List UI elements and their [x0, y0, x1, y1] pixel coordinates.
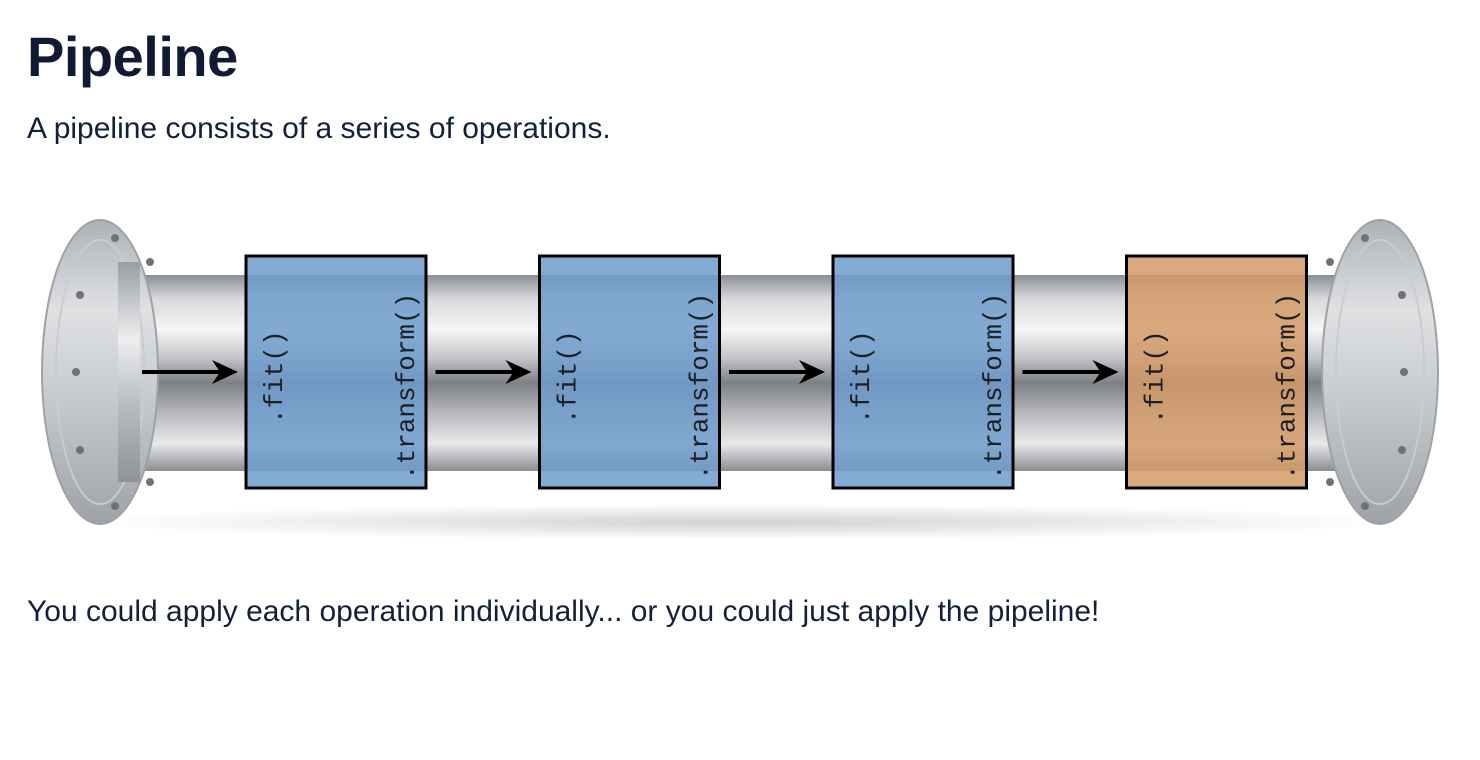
flow-arrow [142, 360, 238, 384]
stage-transform-label: .transform() [392, 293, 422, 480]
flow-arrow [729, 360, 825, 384]
stage-fit-label: .fit() [1141, 330, 1171, 424]
stage-fit-label: .fit() [847, 330, 877, 424]
arrows-layer [142, 360, 1119, 384]
pipeline-stage: .fit() .transform() [831, 254, 1015, 490]
right-flange [1321, 219, 1439, 525]
stages-layer: .fit().transform().fit().transform().fit… [244, 254, 1308, 490]
stage-box [538, 254, 721, 490]
pipeline-diagram: .fit().transform().fit().transform().fit… [0, 200, 1480, 560]
stage-fit-label: .fit() [260, 330, 290, 424]
page-title: Pipeline [27, 25, 238, 88]
stage-box [831, 254, 1015, 490]
stage-fit-label: .fit() [554, 330, 584, 424]
page-subtitle: A pipeline consists of a series of opera… [27, 112, 611, 145]
stage-transform-label: .transform() [1273, 293, 1303, 480]
stage-transform-label: .transform() [686, 293, 716, 480]
pipeline-stage: .fit() .transform() [538, 254, 721, 490]
stage-box [1125, 254, 1308, 490]
pipeline-svg: .fit().transform().fit().transform().fit… [41, 219, 1439, 540]
flow-arrow [1022, 360, 1119, 384]
flow-arrow [435, 360, 532, 384]
pipe-shadow [80, 504, 1400, 540]
pipeline-stage: .fit() .transform() [1125, 254, 1308, 490]
left-flange [41, 219, 159, 525]
pipeline-stage: .fit() .transform() [244, 254, 428, 490]
stage-transform-label: .transform() [979, 293, 1009, 480]
footer-text: You could apply each operation individua… [27, 595, 1100, 628]
stage-box [244, 254, 428, 490]
